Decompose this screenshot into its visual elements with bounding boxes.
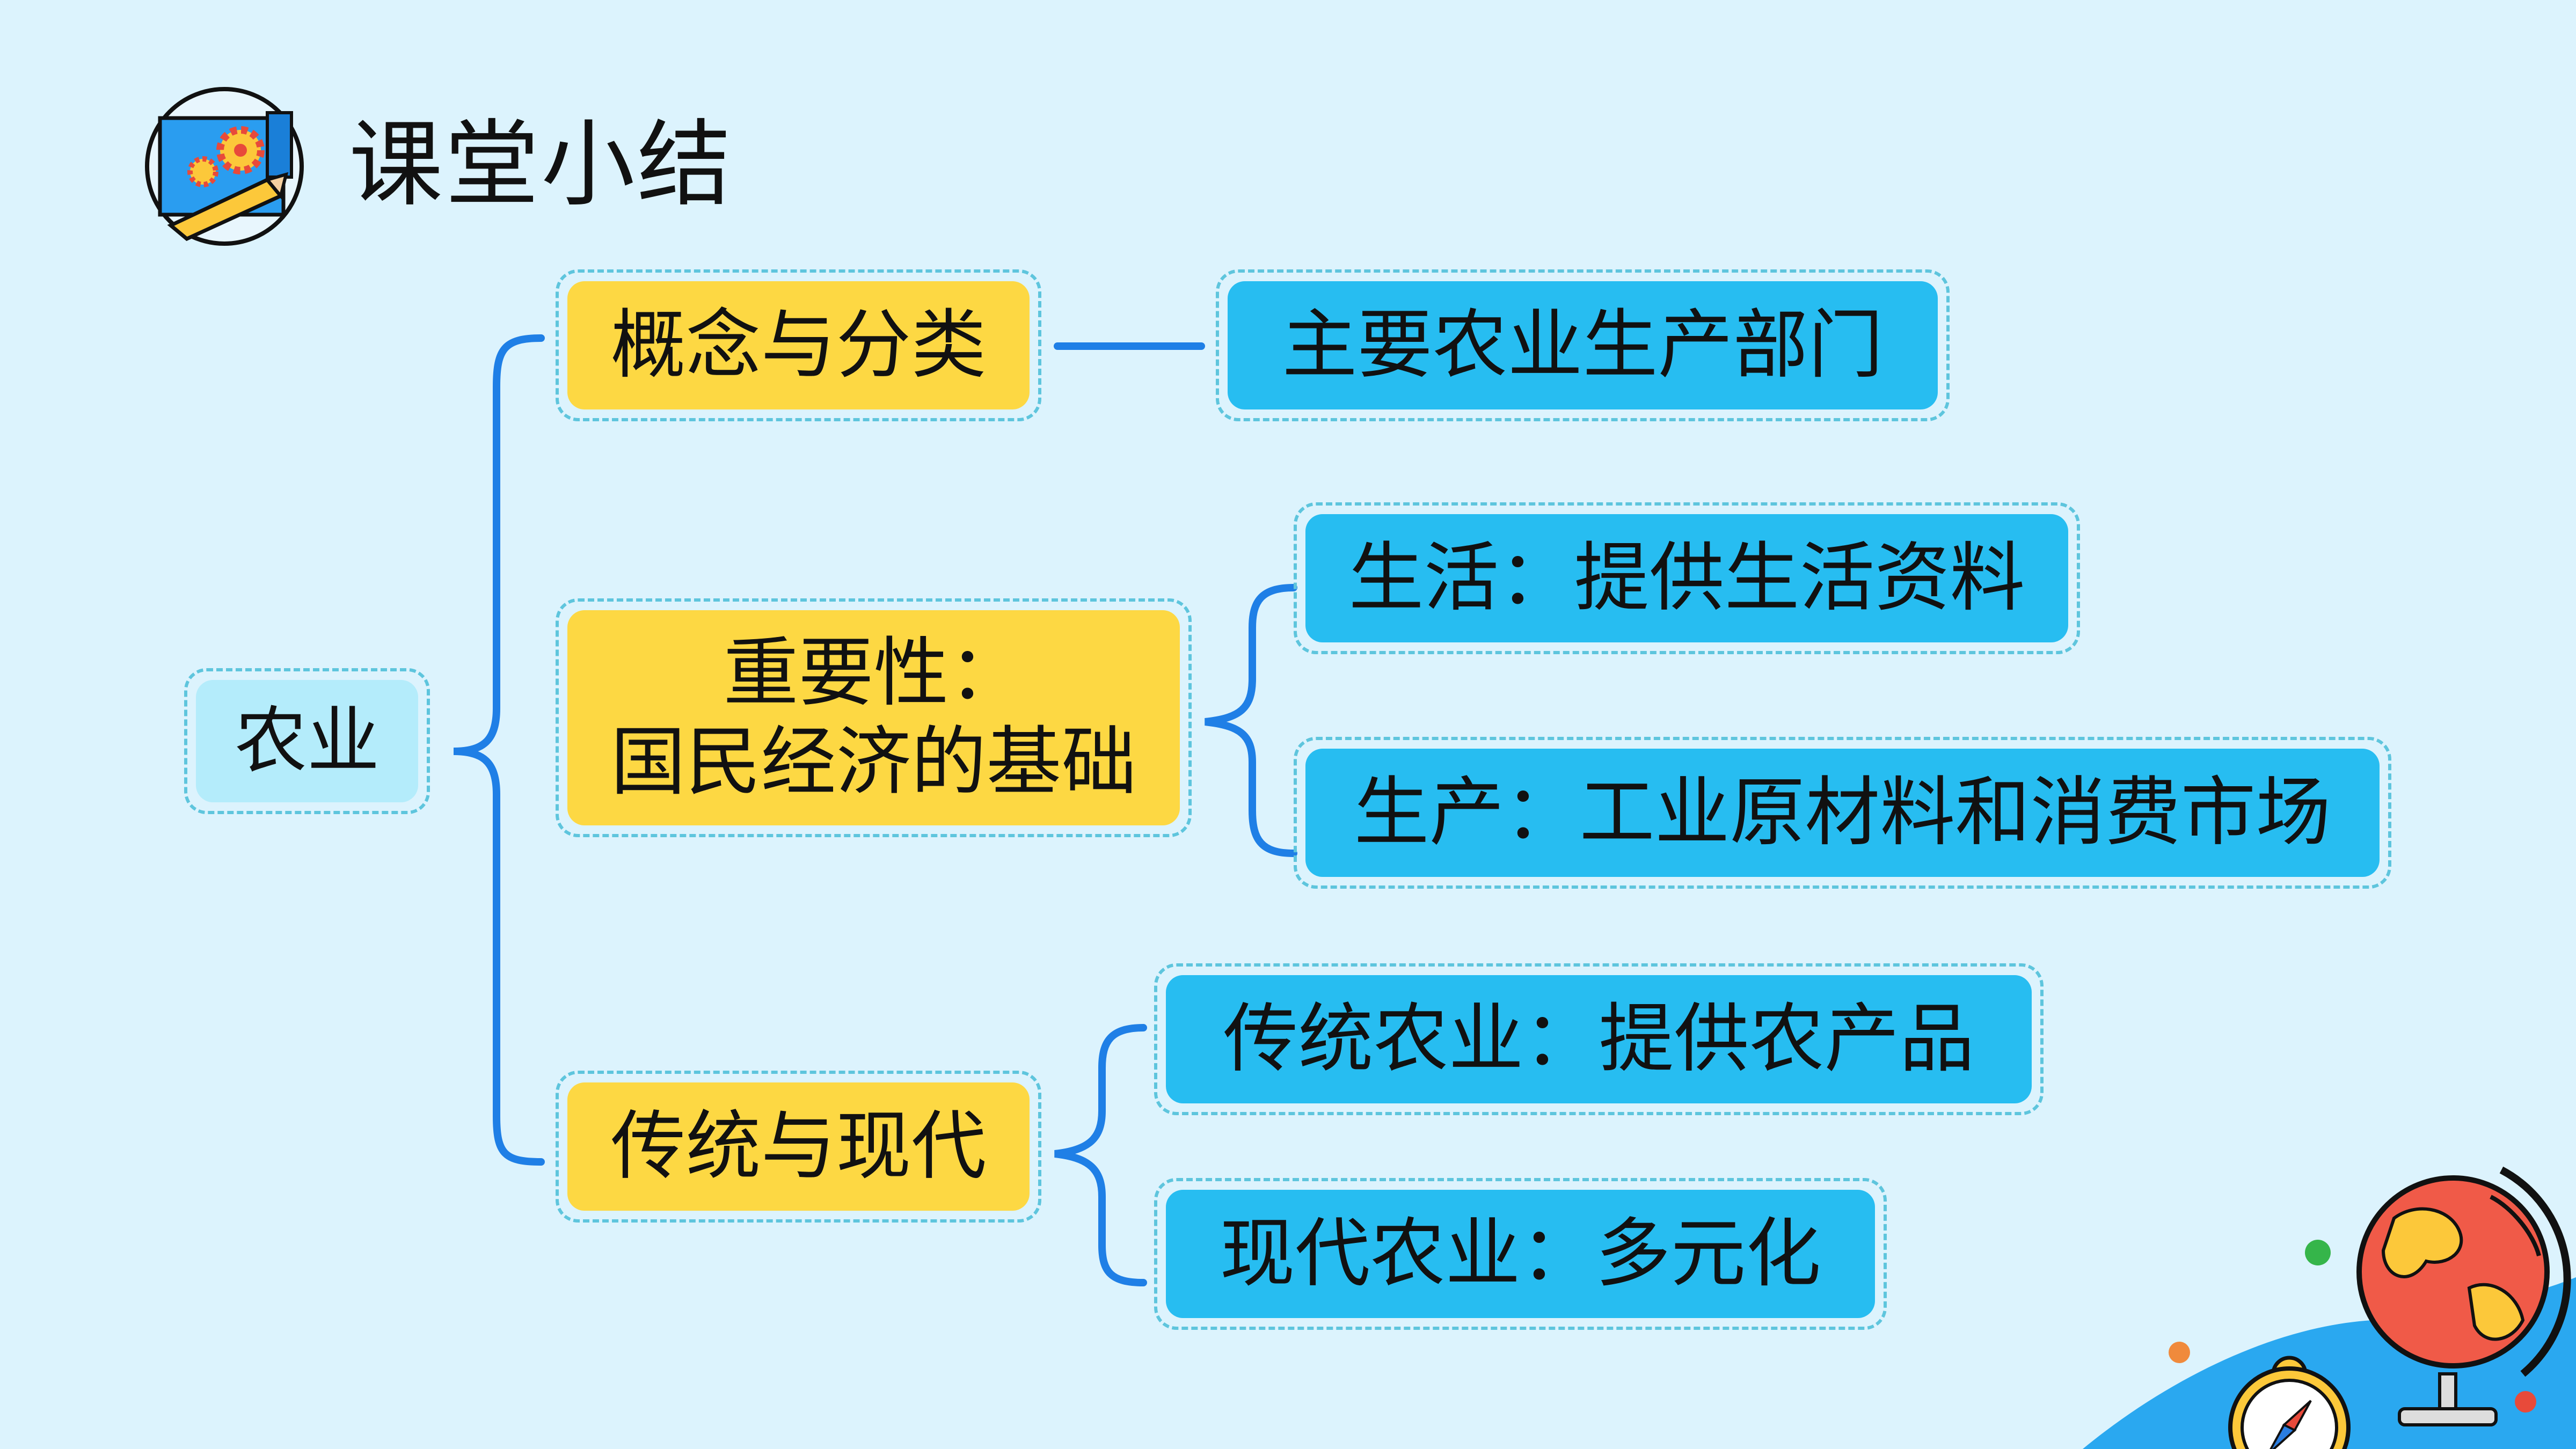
- globe-icon: [2356, 1166, 2571, 1426]
- page-title: 课堂小结: [349, 111, 733, 219]
- root-label: 农业: [196, 680, 418, 802]
- gears-and-pencil-icon: [144, 86, 305, 247]
- decoration-dot-green: [2305, 1240, 2331, 1265]
- category-label-traditional-modern: 传统与现代: [567, 1082, 1030, 1211]
- category-label-importance-line1: 重要性：: [723, 630, 1024, 718]
- detail-label-modern: 现代农业：多元化: [1166, 1190, 1875, 1318]
- detail-label-traditional: 传统农业：提供农产品: [1166, 975, 2032, 1103]
- detail-node-living: 生活：提供生活资料: [1294, 502, 2080, 654]
- connector-cat3-brace: [1054, 1024, 1147, 1286]
- decoration-dot-red: [2515, 1391, 2536, 1413]
- detail-label-production: 生产：工业原材料和消费市场: [1305, 749, 2380, 877]
- connector-root-brace: [453, 334, 545, 1166]
- detail-node-modern: 现代农业：多元化: [1154, 1178, 1887, 1330]
- category-node-importance: 重要性： 国民经济的基础: [556, 598, 1192, 837]
- detail-label-living: 生活：提供生活资料: [1305, 514, 2068, 642]
- category-label-importance: 重要性： 国民经济的基础: [567, 610, 1180, 825]
- category-label-importance-line2: 国民经济的基础: [610, 718, 1137, 806]
- category-node-traditional-modern: 传统与现代: [556, 1071, 1041, 1223]
- detail-node-traditional: 传统农业：提供农产品: [1154, 963, 2044, 1115]
- category-node-concept: 概念与分类: [556, 269, 1041, 421]
- category-label-concept: 概念与分类: [567, 281, 1030, 409]
- compass-icon: [2228, 1356, 2351, 1449]
- detail-node-sectors: 主要农业生产部门: [1216, 269, 1950, 421]
- detail-node-production: 生产：工业原材料和消费市场: [1294, 737, 2391, 889]
- decoration-dot-orange: [2169, 1342, 2190, 1363]
- detail-label-sectors: 主要农业生产部门: [1228, 281, 1938, 409]
- connector-cat2-brace: [1205, 584, 1297, 857]
- mindmap-root-node: 农业: [184, 668, 430, 814]
